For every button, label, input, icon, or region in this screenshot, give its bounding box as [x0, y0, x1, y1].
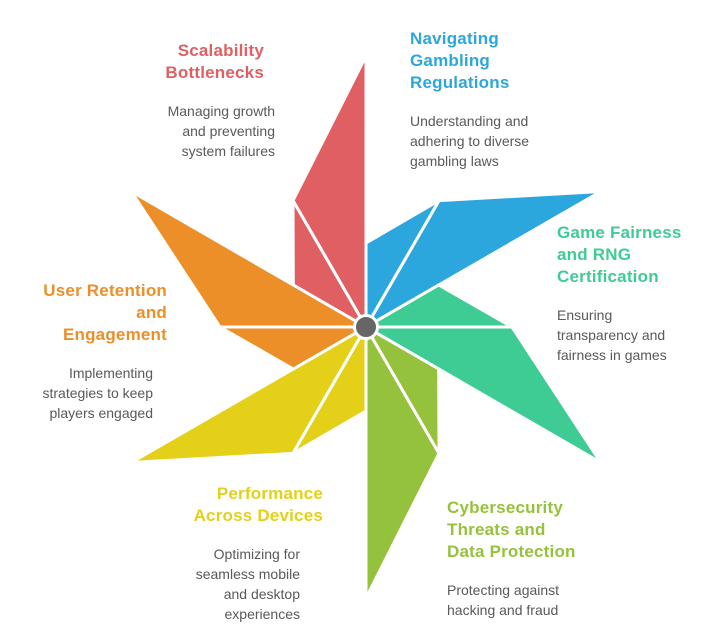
blade-title-game-fairness: Game Fairness and RNG Certification — [557, 223, 682, 286]
blade-title-user-retention: User Retention and Engagement — [43, 281, 167, 344]
blade-cybersecurity-threats-data-protection-inner-segment — [361, 322, 441, 460]
blade-description-gambling-regulations: Understanding and adhering to diverse ga… — [410, 113, 530, 169]
blade-title-cybersecurity: Cybersecurity Threats and Data Protectio… — [447, 498, 576, 561]
blade-description-scalability: Managing growth and preventing system fa… — [167, 103, 275, 159]
blade-title-scalability: Scalability Bottlenecks — [165, 41, 264, 82]
blade-title-gambling-regulations: Navigating Gambling Regulations — [410, 29, 510, 92]
blade-user-retention-engagement-inner-segment — [214, 325, 372, 371]
label-block-scalability: Scalability Bottlenecks Managing growth … — [105, 40, 275, 161]
pinwheel-hub — [353, 314, 379, 340]
blade-description-game-fairness: Ensuring transparency and fairness in ga… — [557, 307, 667, 363]
blade-description-user-retention: Implementing strategies to keep players … — [42, 365, 153, 421]
blade-performance-across-devices-inner-segment — [288, 321, 368, 458]
blade-title-performance: Performance Across Devices — [193, 484, 323, 525]
blade-description-cybersecurity: Protecting against hacking and fraud — [447, 582, 560, 618]
label-block-cybersecurity: Cybersecurity Threats and Data Protectio… — [447, 497, 625, 620]
blade-description-performance: Optimizing for seamless mobile and deskt… — [195, 546, 300, 622]
label-block-gambling-regulations: Navigating Gambling Regulations Understa… — [410, 28, 570, 171]
label-block-performance: Performance Across Devices Optimizing fo… — [153, 483, 323, 624]
blade-navigating-gambling-regulations-inner-segment — [364, 196, 444, 333]
label-block-user-retention: User Retention and Engagement Implementi… — [7, 280, 167, 423]
label-block-game-fairness: Game Fairness and RNG Certification Ensu… — [557, 222, 715, 365]
blade-game-fairness-rng-certification-inner-segment — [360, 283, 518, 329]
